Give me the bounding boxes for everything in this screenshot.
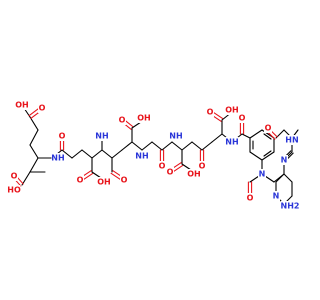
atom-label: HO bbox=[7, 186, 21, 195]
bond bbox=[191, 141, 203, 151]
atom-label: O bbox=[59, 132, 66, 141]
atom-label: O bbox=[121, 176, 128, 185]
bond bbox=[131, 141, 143, 151]
atom-label: OH bbox=[137, 114, 151, 123]
atom-carbonyl-oxygen: O bbox=[10, 171, 18, 181]
bond bbox=[91, 149, 103, 159]
bond bbox=[151, 141, 163, 151]
atom-ring-nh: HN bbox=[285, 135, 299, 145]
atom-label: OH bbox=[15, 101, 29, 110]
bond bbox=[101, 149, 113, 159]
atom-label: OH bbox=[97, 178, 111, 187]
atom-label: O bbox=[159, 162, 166, 171]
atom-label: OH bbox=[225, 106, 239, 115]
aromatic-bond bbox=[261, 151, 275, 161]
bond bbox=[111, 149, 123, 159]
bond bbox=[61, 149, 73, 159]
atom-carbonyl-oxygen: O bbox=[120, 175, 128, 185]
atom-label: O bbox=[119, 116, 126, 125]
aromatic-inner bbox=[263, 150, 272, 157]
atom-ring-nitrogen: N bbox=[272, 191, 280, 201]
atom-amide-nh: NH bbox=[169, 131, 183, 141]
atom-label: NH bbox=[135, 152, 148, 161]
atom-label: NH bbox=[169, 132, 182, 141]
atom-hydroxyl: OH bbox=[137, 113, 151, 123]
atom-hydroxyl: OH bbox=[225, 105, 239, 115]
atom-label: N bbox=[281, 156, 288, 165]
atom-label: O bbox=[77, 176, 84, 185]
bond bbox=[201, 141, 213, 151]
atom-label: N bbox=[259, 170, 266, 179]
atom-label: OH bbox=[187, 170, 201, 179]
atom-label: O bbox=[207, 108, 214, 117]
atom-label: O bbox=[265, 124, 272, 133]
bond bbox=[29, 144, 39, 159]
bond bbox=[21, 171, 31, 186]
atom-carbonyl-oxygen: O bbox=[264, 123, 272, 133]
atom-label: NH bbox=[95, 132, 108, 141]
bond bbox=[211, 133, 223, 143]
atom-carbonyl-oxygen: O bbox=[166, 167, 174, 177]
atom-amide-nh: NH bbox=[225, 137, 239, 147]
atom-label: O bbox=[239, 114, 246, 123]
atom-label: NH2 bbox=[281, 202, 300, 211]
atom-hydroxyl: OH bbox=[187, 169, 201, 179]
atom-label: O bbox=[199, 162, 206, 171]
atom-label: O bbox=[247, 194, 254, 203]
atom-amine-nitrogen: N bbox=[258, 169, 266, 179]
atom-amide-nh: NH bbox=[51, 153, 65, 163]
bond bbox=[71, 149, 83, 159]
aromatic-inner bbox=[263, 133, 272, 140]
atom-label: HN bbox=[285, 136, 298, 145]
aromatic-bond bbox=[249, 151, 263, 161]
atom-carbonyl-oxygen: O bbox=[206, 107, 214, 117]
bond bbox=[29, 129, 39, 146]
atom-ring-nitrogen: N bbox=[280, 155, 288, 165]
atom-carbonyl-oxygen: O bbox=[58, 131, 66, 141]
bond bbox=[29, 157, 39, 173]
atom-hydroxyl: HO bbox=[7, 185, 21, 195]
atom-amide-nh: NH bbox=[135, 151, 149, 161]
atom-label: NH bbox=[225, 138, 238, 147]
bond bbox=[181, 141, 193, 151]
atom-label: NH bbox=[51, 154, 64, 163]
bond bbox=[29, 116, 39, 131]
atom-label: N bbox=[273, 192, 280, 201]
atom-carbonyl-oxygen: O bbox=[118, 115, 126, 125]
bond bbox=[161, 141, 173, 151]
bond bbox=[121, 141, 133, 151]
aromatic-bond bbox=[283, 173, 293, 183]
aromatic-bond bbox=[275, 173, 285, 183]
atom-hydroxyl: OH bbox=[15, 100, 29, 110]
atom-carbonyl-oxygen: O bbox=[198, 161, 206, 171]
atom-carbonyl-oxygen: O bbox=[76, 175, 84, 185]
atom-label: O bbox=[167, 168, 174, 177]
atom-carbonyl-oxygen: O bbox=[246, 193, 254, 203]
atom-label: O bbox=[11, 172, 18, 181]
atom-amide-nh: NH bbox=[95, 131, 109, 141]
atom-hydroxyl: OH bbox=[97, 177, 111, 187]
bond bbox=[241, 133, 251, 139]
bond bbox=[81, 149, 93, 159]
bond bbox=[171, 141, 183, 151]
atom-label: O bbox=[39, 104, 46, 113]
atom-carbonyl-oxygen: O bbox=[238, 113, 246, 123]
atom-carbonyl-oxygen: O bbox=[38, 103, 46, 113]
atom-carbonyl-oxygen: O bbox=[158, 161, 166, 171]
aromatic-bond bbox=[249, 129, 263, 139]
atom-amino: NH2 bbox=[281, 201, 300, 211]
bond bbox=[141, 141, 153, 151]
